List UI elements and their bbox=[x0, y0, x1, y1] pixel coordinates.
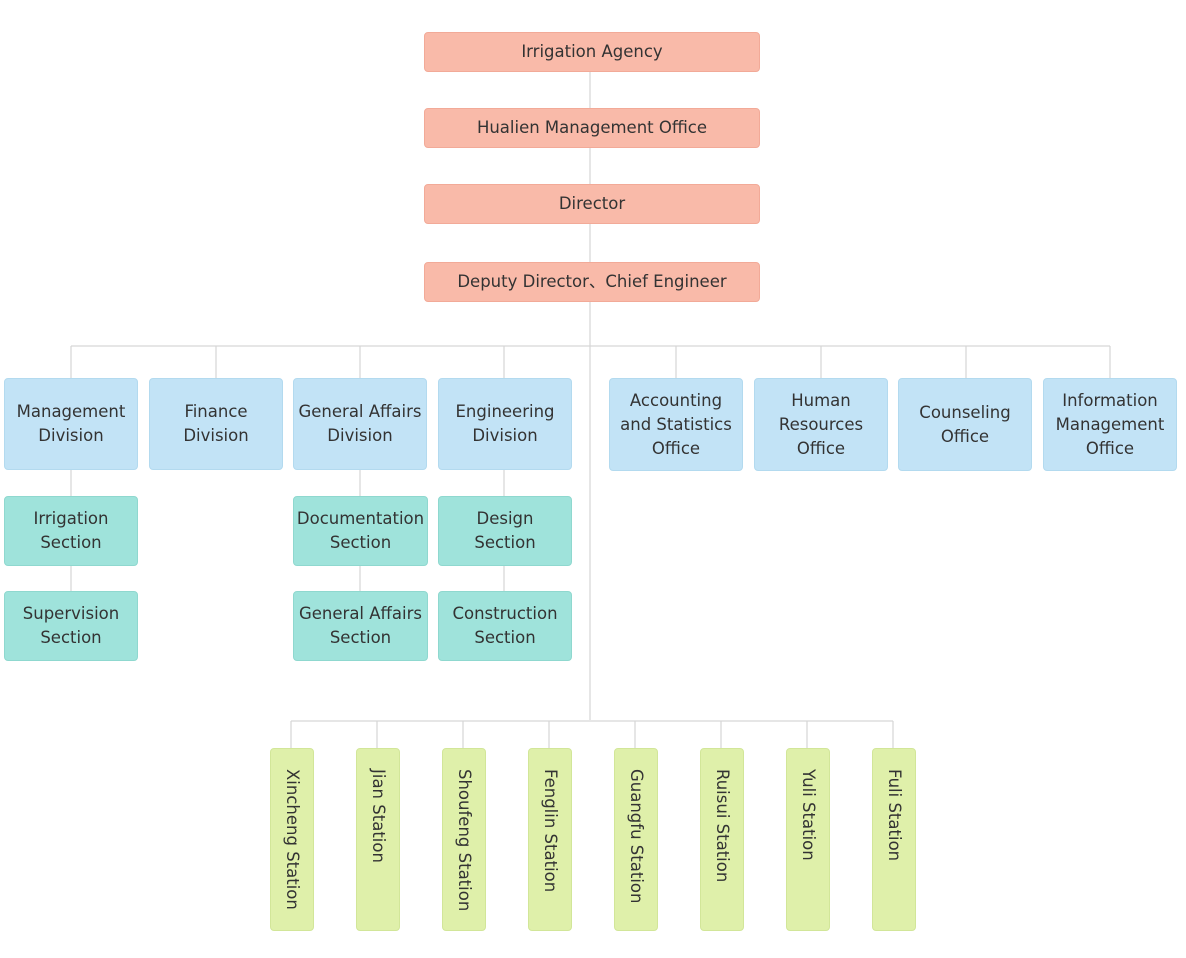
node-label: Irrigation Agency bbox=[521, 42, 663, 61]
node-human-resources-office: Human Resources Office bbox=[754, 378, 888, 471]
node-xincheng-station: Xincheng Station bbox=[270, 748, 314, 931]
node-fenglin-station: Fenglin Station bbox=[528, 748, 572, 931]
node-irrigation-section: Irrigation Section bbox=[4, 496, 138, 566]
node-label: Counseling Office bbox=[919, 402, 1011, 446]
node-label: Fuli Station bbox=[885, 769, 904, 862]
node-engineering-division: Engineering Division bbox=[438, 378, 572, 470]
node-management-division: Management Division bbox=[4, 378, 138, 470]
node-label: General Affairs Division bbox=[298, 402, 422, 445]
node-design-section: Design Section bbox=[438, 496, 572, 566]
node-general-affairs-division: General Affairs Division bbox=[293, 378, 427, 470]
node-documentation-section: Documentation Section bbox=[293, 496, 428, 566]
node-hualien-management-office: Hualien Management Office bbox=[424, 108, 760, 148]
node-label: Yuli Station bbox=[799, 769, 818, 861]
node-label: Jian Station bbox=[369, 769, 388, 863]
node-label: Accounting and Statistics Office bbox=[620, 390, 732, 458]
node-label: General Affairs Section bbox=[298, 604, 422, 647]
node-label: Hualien Management Office bbox=[476, 118, 708, 137]
node-counseling-office: Counseling Office bbox=[898, 378, 1032, 471]
node-jian-station: Jian Station bbox=[356, 748, 400, 931]
node-label: Irrigation Section bbox=[33, 509, 109, 552]
node-label: Fenglin Station bbox=[541, 769, 560, 893]
node-ruisui-station: Ruisui Station bbox=[700, 748, 744, 931]
node-label: Management Division bbox=[16, 402, 126, 445]
node-general-affairs-section: General Affairs Section bbox=[293, 591, 428, 661]
node-director: Director bbox=[424, 184, 760, 224]
node-label: Engineering Division bbox=[455, 402, 555, 445]
node-label: Construction Section bbox=[452, 604, 558, 647]
node-label: Information Management Office bbox=[1055, 390, 1165, 458]
node-label: Supervision Section bbox=[22, 604, 120, 647]
node-accounting-statistics-office: Accounting and Statistics Office bbox=[609, 378, 743, 471]
node-label: Director bbox=[558, 194, 626, 213]
node-label: Deputy Director、Chief Engineer bbox=[457, 272, 727, 291]
node-shoufeng-station: Shoufeng Station bbox=[442, 748, 486, 931]
node-label: Finance Division bbox=[183, 402, 249, 445]
node-label: Guangfu Station bbox=[627, 769, 646, 904]
node-label: Design Section bbox=[474, 509, 536, 552]
node-finance-division: Finance Division bbox=[149, 378, 283, 470]
node-yuli-station: Yuli Station bbox=[786, 748, 830, 931]
node-construction-section: Construction Section bbox=[438, 591, 572, 661]
node-irrigation-agency: Irrigation Agency bbox=[424, 32, 760, 72]
node-supervision-section: Supervision Section bbox=[4, 591, 138, 661]
node-deputy-director-chief-engineer: Deputy Director、Chief Engineer bbox=[424, 262, 760, 302]
node-label: Ruisui Station bbox=[713, 769, 732, 883]
node-guangfu-station: Guangfu Station bbox=[614, 748, 658, 931]
node-label: Xincheng Station bbox=[283, 769, 302, 910]
node-fuli-station: Fuli Station bbox=[872, 748, 916, 931]
node-label: Human Resources Office bbox=[778, 390, 864, 458]
node-information-management-office: Information Management Office bbox=[1043, 378, 1177, 471]
node-label: Shoufeng Station bbox=[455, 769, 474, 912]
node-label: Documentation Section bbox=[296, 509, 425, 552]
